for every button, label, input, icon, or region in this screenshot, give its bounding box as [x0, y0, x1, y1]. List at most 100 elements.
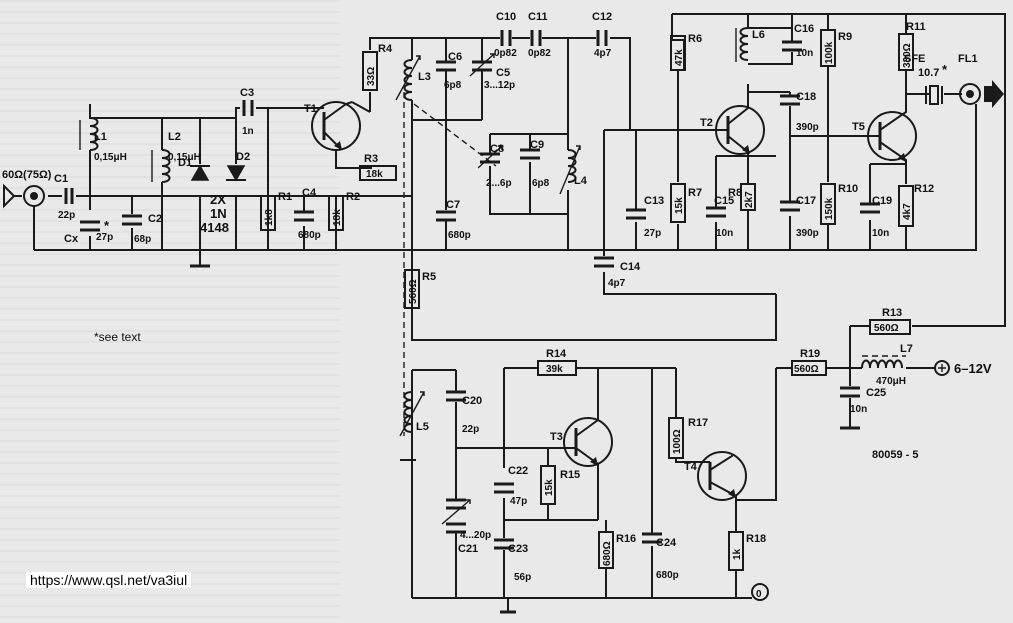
c11-value: 0p82: [528, 48, 551, 59]
c21-value: 4...20p: [460, 530, 491, 541]
c11-label: C11: [528, 11, 548, 23]
ground-symbols: [190, 264, 860, 614]
r6-value: 47k: [674, 49, 685, 66]
r11-label: R11: [906, 21, 926, 33]
r3-label: R3: [364, 153, 378, 165]
l1-label: L1: [94, 131, 107, 143]
c12-value: 4p7: [594, 48, 612, 59]
c24-label: C24: [656, 537, 677, 549]
gang-link-diagonal: [413, 103, 497, 167]
diode-type-line1: 2X: [210, 192, 226, 207]
c2-value: 68p: [134, 234, 151, 245]
c5-value: 3...12p: [484, 80, 515, 91]
wiring: [34, 13, 1006, 599]
c22-value: 47p: [510, 496, 527, 507]
r19-value: 560Ω: [794, 364, 819, 375]
r6-label: R6: [688, 33, 702, 45]
c17-label: C17: [796, 195, 816, 207]
c2-label: C2: [148, 213, 162, 225]
c1-value: 22p: [58, 210, 75, 221]
c12-label: C12: [592, 11, 612, 23]
c20-value: 22p: [462, 424, 479, 435]
r8-value: 2k7: [744, 191, 755, 208]
c7-value: 680p: [448, 230, 471, 241]
t3-label: T3: [550, 431, 563, 443]
r12-value: 4k7: [902, 203, 913, 220]
r18-label: R18: [746, 533, 766, 545]
c15-value: 10n: [716, 228, 733, 239]
source-url: https://www.qsl.net/va3iul: [26, 572, 192, 588]
c9-label: C9: [530, 139, 544, 151]
t5-label: T5: [852, 121, 865, 133]
r11-value: 330Ω: [902, 43, 913, 68]
c7-label: C7: [446, 199, 460, 211]
fl1-label: FL1: [958, 53, 978, 65]
figure-id: 80059 - 5: [872, 449, 918, 461]
r16-label: R16: [616, 533, 636, 545]
c8-value: 2...6p: [486, 178, 512, 189]
r7-value: 15k: [674, 197, 685, 214]
r10-label: R10: [838, 183, 858, 195]
c10-label: C10: [496, 11, 516, 23]
cx-asterisk: *: [104, 218, 110, 233]
c10-value: 0p82: [494, 48, 517, 59]
r1-value: 1k8: [264, 209, 275, 226]
r15-label: R15: [560, 469, 580, 481]
r5-label: R5: [422, 271, 436, 283]
transistors: T1 T2 T5 T3 T4: [304, 101, 917, 501]
r17-value: 100Ω: [672, 429, 683, 454]
diode-type-line3: 4148: [200, 220, 229, 235]
c20-label: C20: [462, 395, 482, 407]
r4-value: 33Ω: [366, 67, 377, 86]
r3-value: 18k: [366, 169, 383, 180]
c6-value: 6p8: [444, 80, 462, 91]
l5-label: L5: [416, 421, 429, 433]
r2-label: R2: [346, 191, 360, 203]
diode-type-line2: 1N: [210, 206, 227, 221]
c5-label: C5: [496, 67, 510, 79]
l3-label: L3: [418, 71, 431, 83]
c4-value: 680p: [298, 230, 321, 241]
r9-label: R9: [838, 31, 852, 43]
r9-value: 100k: [824, 41, 835, 64]
c19-label: C19: [872, 195, 892, 207]
l2-label: L2: [168, 131, 181, 143]
r1-label: R1: [278, 191, 292, 203]
r12-label: R12: [914, 183, 934, 195]
c24-value: 680p: [656, 570, 679, 581]
cx-value: 27p: [96, 232, 113, 243]
r7-label: R7: [688, 187, 702, 199]
c14-value: 4p7: [608, 278, 626, 289]
c22-label: C22: [508, 465, 528, 477]
l2-value: 0,15μH: [168, 152, 201, 163]
inductors: L1 0,15μH L2 0,15μH L3 L4 L6 L5 L7 470μH: [79, 27, 913, 437]
capacitors: C1 22p Cx 27p * C2 68p C3 1n C4 680p C6 …: [54, 11, 892, 583]
output-connector: FL1: [958, 53, 1004, 108]
l1-value: 0,15μH: [94, 152, 127, 163]
c3-value: 1n: [242, 126, 254, 137]
t1-label: T1: [304, 103, 317, 115]
r19-label: R19: [800, 348, 820, 360]
sfe-asterisk: *: [942, 62, 948, 77]
l4-label: L4: [574, 175, 588, 187]
sfe-label: SFE: [904, 53, 925, 65]
sfe-value: 10.7: [918, 67, 939, 79]
c18-value: 390p: [796, 122, 819, 133]
zero-terminal: 0: [751, 583, 769, 601]
resistors: 1k8 R1 18k R2 18k R3 33Ω R4 560Ω R5 47k …: [260, 21, 934, 571]
l6-label: L6: [752, 29, 765, 41]
c13-label: C13: [644, 195, 664, 207]
c16-value: 10n: [796, 48, 813, 59]
l7-value: 470μH: [876, 376, 906, 387]
c8-label: C8: [490, 143, 504, 155]
c9-value: 6p8: [532, 178, 550, 189]
r8-label: R8: [728, 187, 742, 199]
t4-label: T4: [684, 461, 698, 473]
input-connector: 60Ω(75Ω): [2, 169, 52, 250]
r10-value: 150k: [824, 197, 835, 220]
c17-value: 390p: [796, 228, 819, 239]
c14-label: C14: [620, 261, 641, 273]
c23-value: 56p: [514, 572, 531, 583]
cx-label: Cx: [64, 233, 79, 245]
